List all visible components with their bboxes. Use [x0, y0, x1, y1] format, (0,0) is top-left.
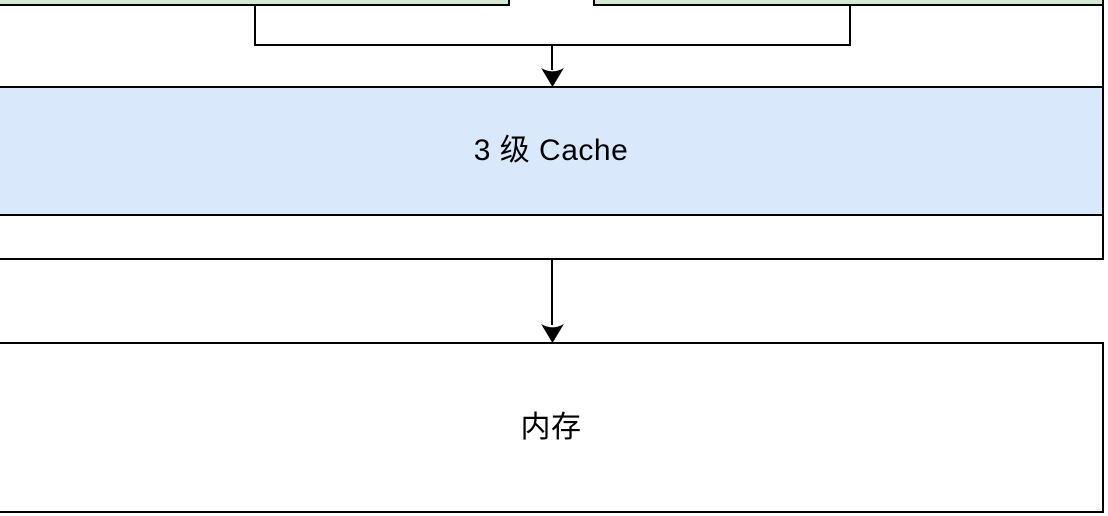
l3-cache-label: 3 级 Cache	[473, 134, 629, 167]
arrow-to-memory-stem	[550, 260, 554, 325]
connector-bracket-horizontal-line	[253, 43, 852, 46]
core-box-right	[593, 0, 1104, 6]
arrow-down-head-icon	[540, 324, 564, 343]
arrow-down-head-icon	[540, 68, 564, 87]
l3-cache-box: 3 级 Cache	[0, 86, 1104, 216]
connector-bracket-left-line	[253, 5, 257, 44]
connector-bracket-right-line	[848, 5, 852, 44]
arrow-to-l3-stem	[550, 46, 554, 70]
memory-label: 内存	[520, 410, 582, 444]
core-box-left	[0, 0, 510, 6]
memory-box: 内存	[0, 342, 1104, 513]
